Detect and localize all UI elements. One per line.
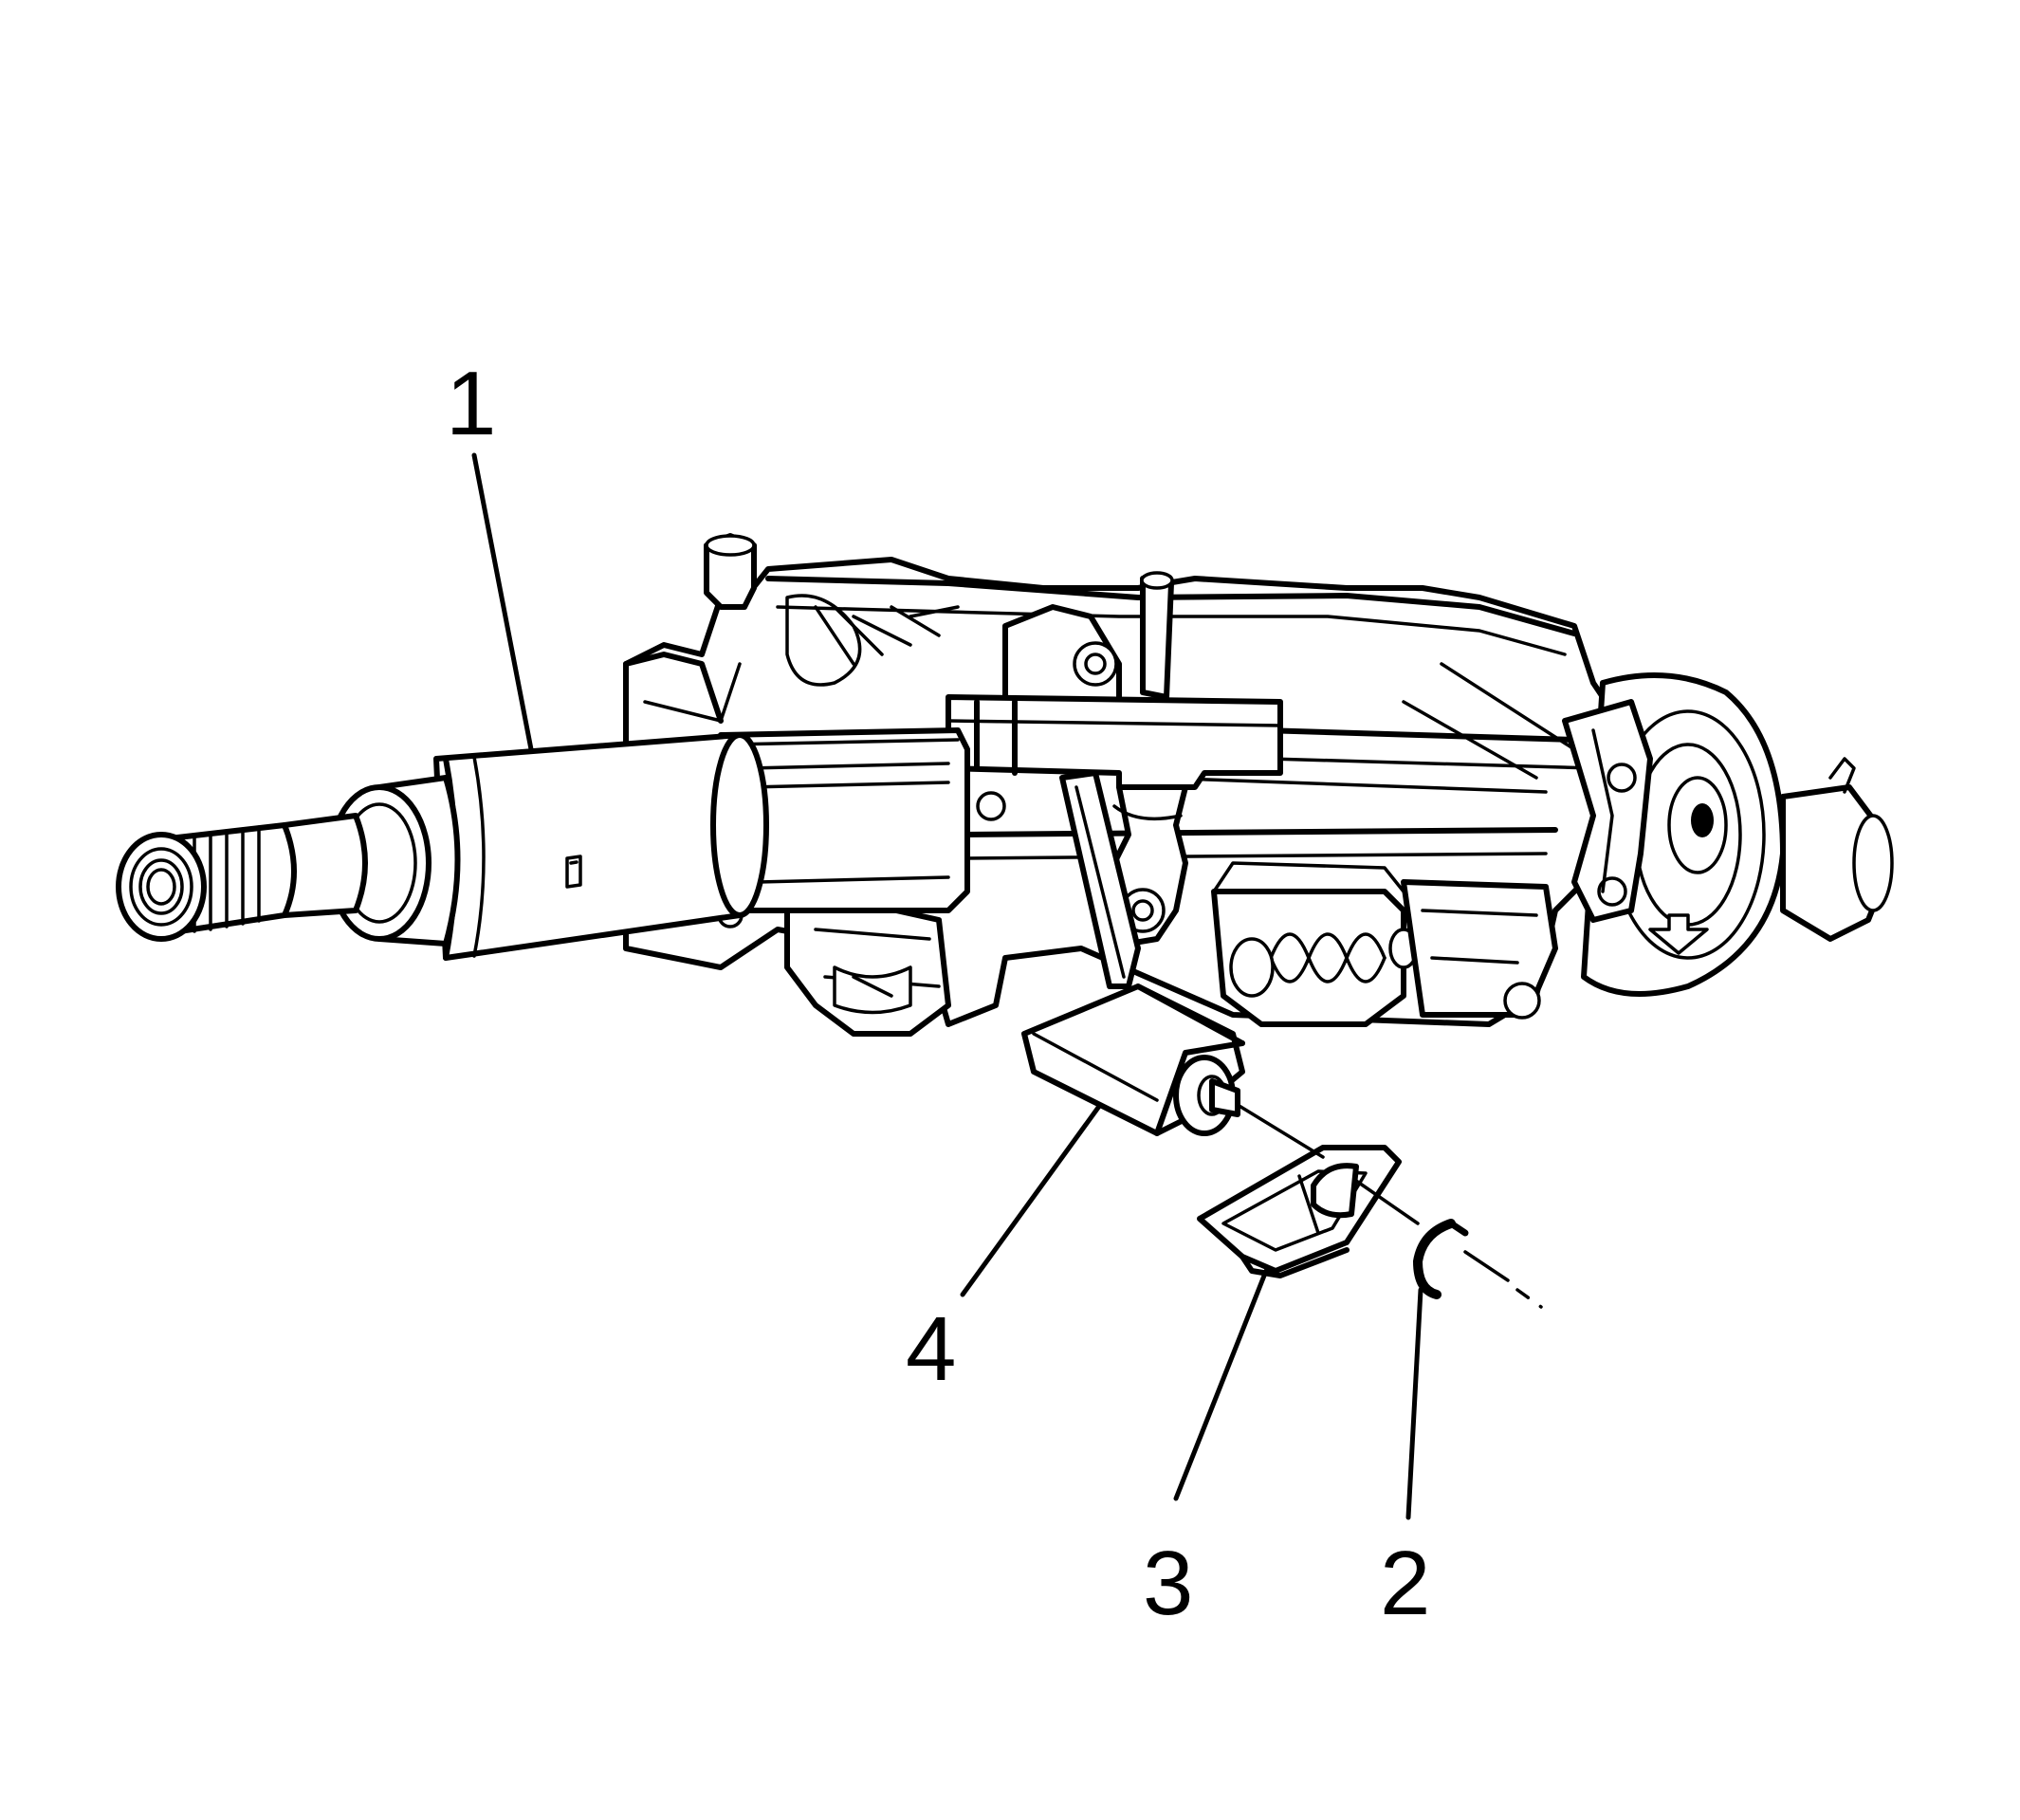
- leader-line-2: [1405, 1287, 1423, 1520]
- steering-column-tube: [116, 727, 1006, 961]
- leader-line-1: [471, 452, 534, 752]
- tilt-mechanism: [784, 770, 1558, 1037]
- retaining-clip: [1412, 1219, 1469, 1299]
- leader-lines: [471, 452, 1423, 1520]
- mounting-bracket: [946, 571, 1283, 947]
- leader-line-3: [1173, 1268, 1269, 1501]
- lever-key: [1197, 1145, 1402, 1278]
- callout-3: 3: [1143, 1533, 1193, 1634]
- assembly-axis-line: [1236, 1103, 1543, 1309]
- callout-1: 1: [446, 353, 496, 454]
- callout-2: 2: [1380, 1533, 1430, 1634]
- switch-actuator: [1021, 984, 1245, 1136]
- column-right-end: [1562, 672, 1894, 997]
- leader-line-4: [960, 1102, 1103, 1297]
- callout-4: 4: [906, 1298, 956, 1400]
